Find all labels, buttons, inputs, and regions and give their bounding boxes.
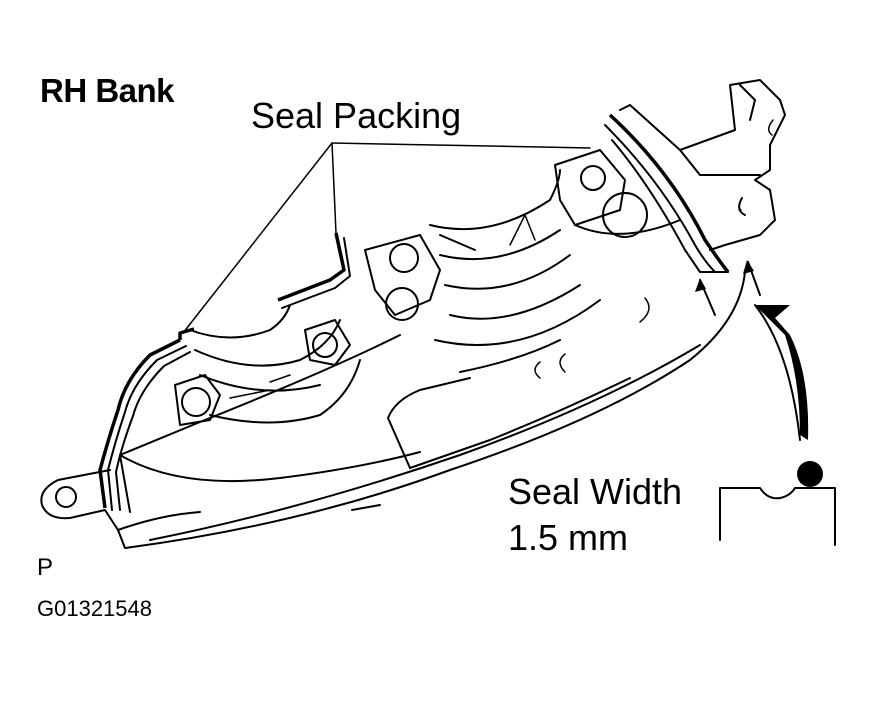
front-face	[119, 334, 631, 513]
seal-width-label: Seal Width	[508, 471, 683, 512]
seal-width-value: 1.5 mm	[508, 517, 629, 558]
bank-title: RH Bank	[40, 72, 175, 109]
right-cam-journal	[429, 149, 681, 346]
seal-packing-leaders	[182, 142, 591, 334]
figure-id: G01321548	[37, 596, 152, 621]
seal-bead-cross-section-icon	[719, 461, 836, 546]
seal-width-arrow-icon	[754, 304, 809, 441]
face-details	[534, 297, 650, 379]
left-cam-journal	[174, 304, 361, 426]
seal-packing-label: Seal Packing	[251, 95, 462, 136]
mounting-bracket	[619, 79, 786, 251]
seal-packing-groove	[98, 232, 351, 511]
housing-outline	[40, 271, 746, 549]
middle-bracket	[364, 234, 476, 321]
right-seal-groove	[604, 113, 730, 274]
seal-location-arrows	[695, 260, 761, 316]
page-marker: P	[37, 554, 54, 581]
